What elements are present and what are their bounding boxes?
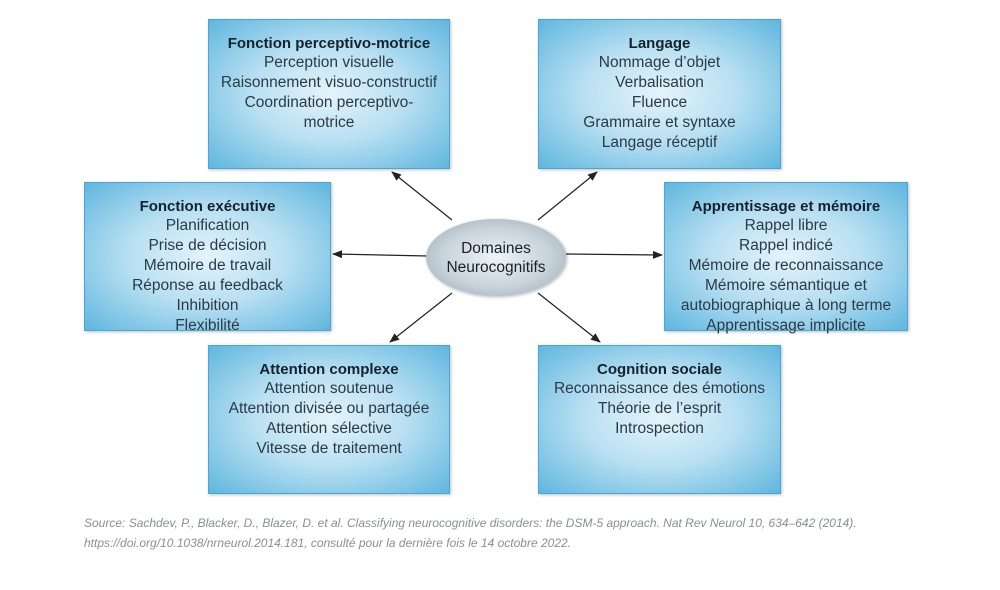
box-fonction-executive: Fonction exécutive Planification Prise d… [84,182,331,334]
box-items: Planification Prise de décision Mémoire … [85,216,330,336]
box-items: Rappel libre Rappel indicé Mémoire de re… [665,216,907,336]
box-items: Perception visuelle Raisonnement visuo-c… [209,53,449,133]
list-item: Rappel indicé [739,237,833,254]
list-item: Attention soutenue [264,380,394,397]
list-item: Attention divisée ou partagée [228,400,430,417]
box-title: Cognition sociale [596,361,722,378]
box-title: Langage [628,35,691,52]
arrow-to-langage [537,171,598,221]
list-item: Inhibition [176,297,239,314]
source-citation: Source: Sachdev, P., Blacker, D., Blazer… [84,513,964,553]
list-item: Prise de décision [148,237,267,254]
box-title: Attention complexe [259,361,399,378]
list-item: Apprentissage implicite [706,317,866,334]
source-line2: https://doi.org/10.1038/nrneurol.2014.18… [84,536,572,550]
box-langage: Langage Nommage d’objet Verbalisation Fl… [538,19,781,169]
arrow-to-memoire [565,250,663,259]
center-ellipse: Domaines Neurocognitifs [426,219,566,296]
arrow-to-executive [332,250,429,259]
list-item: Verbalisation [615,74,704,91]
arrow-to-sociale [537,292,601,343]
box-perceptivo-motrice: Fonction perceptivo-motrice Perception v… [208,19,450,169]
box-items: Attention soutenue Attention divisée ou … [209,379,449,459]
list-item: Langage réceptif [601,134,718,151]
box-title: Fonction exécutive [139,198,276,215]
list-item: Nommage d’objet [598,54,721,71]
arrow-to-perceptivo [391,171,453,221]
list-item: autobiographique à long terme [680,297,892,314]
list-item: Flexibilité [175,317,240,334]
list-item: Mémoire sémantique et [705,277,867,294]
list-item: Planification [165,217,250,234]
list-item: Vitesse de traitement [256,440,402,457]
center-label-line2: Neurocognitifs [446,258,546,276]
arrow-to-attention [389,292,453,343]
list-item: Rappel libre [744,217,828,234]
list-item: Raisonnement visuo-constructif [220,74,438,91]
box-apprentissage-memoire: Apprentissage et mémoire Rappel libre Ra… [664,182,908,334]
list-item: Attention sélective [266,420,392,437]
list-item: Introspection [615,420,704,437]
list-item: Réponse au feedback [132,277,283,294]
list-item: motrice [303,114,355,131]
box-attention-complexe: Attention complexe Attention soutenue At… [208,345,450,494]
list-item: Mémoire de travail [143,257,272,274]
box-cognition-sociale: Cognition sociale Reconnaissance des émo… [538,345,781,494]
center-label-line1: Domaines [461,239,531,257]
list-item: Perception visuelle [263,54,395,71]
list-item: Reconnaissance des émotions [553,380,766,397]
box-title: Fonction perceptivo-motrice [227,35,431,52]
box-items: Nommage d’objet Verbalisation Fluence Gr… [539,53,780,153]
list-item: Coordination perceptivo- [244,94,414,111]
list-item: Mémoire de reconnaissance [688,257,884,274]
source-line1: Source: Sachdev, P., Blacker, D., Blazer… [84,516,857,530]
list-item: Grammaire et syntaxe [583,114,736,131]
box-title: Apprentissage et mémoire [691,198,881,215]
box-items: Reconnaissance des émotions Théorie de l… [539,379,780,439]
list-item: Théorie de l’esprit [597,400,722,417]
list-item: Fluence [631,94,688,111]
